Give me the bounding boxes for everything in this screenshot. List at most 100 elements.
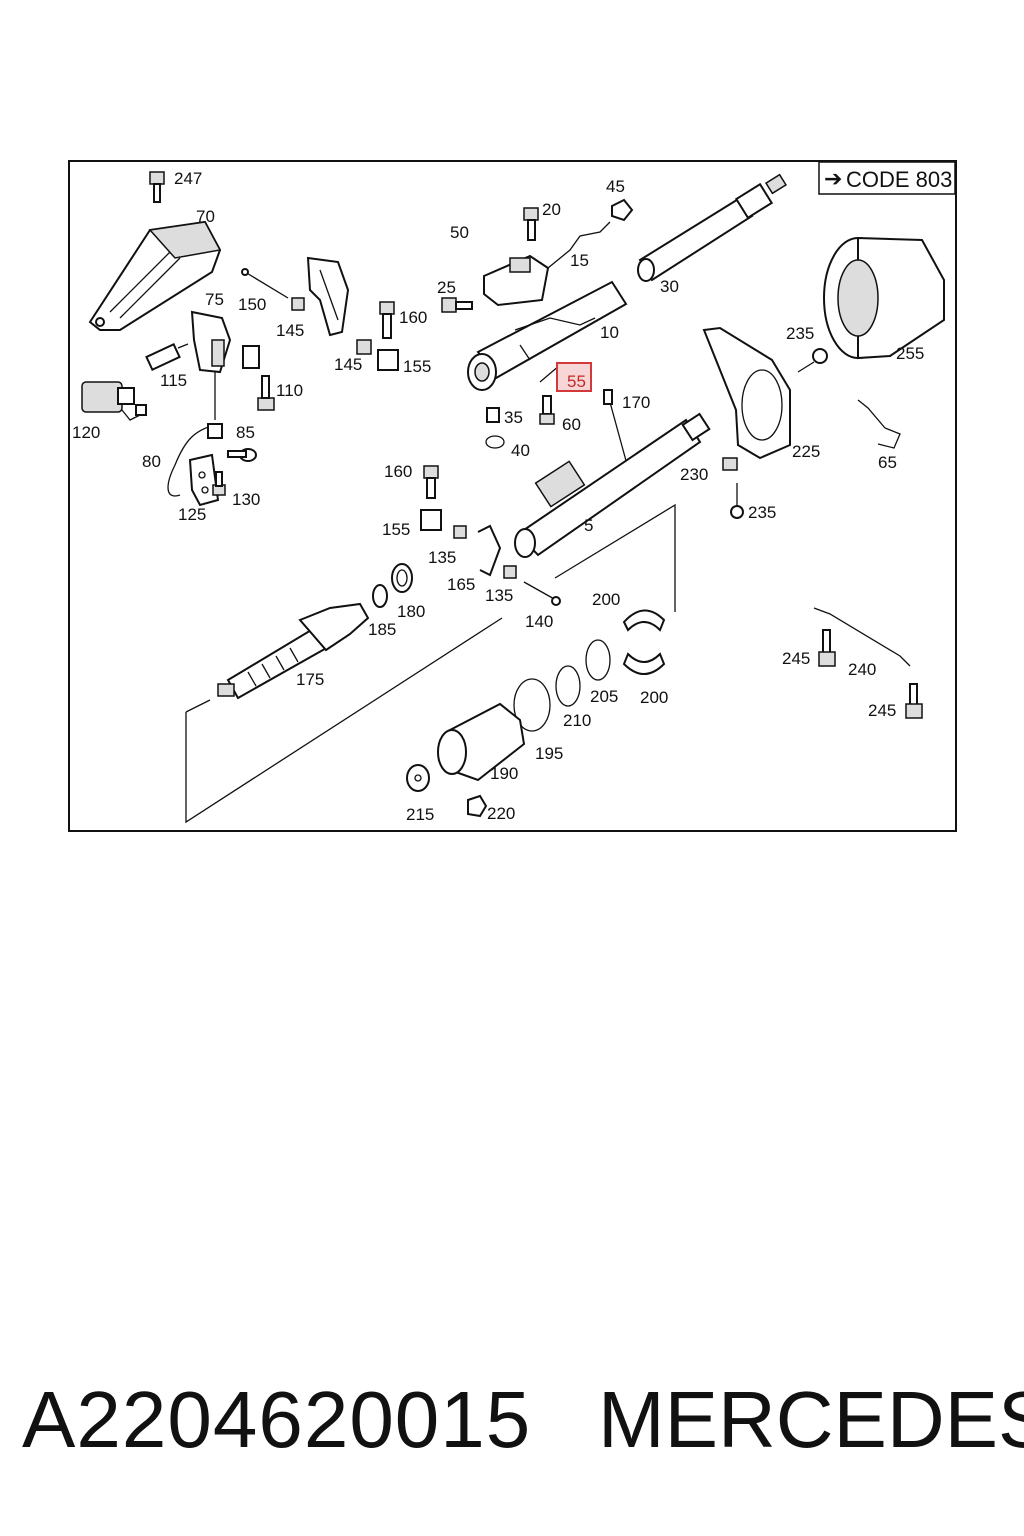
- clip-230: [722, 457, 738, 471]
- ignition-lock-75: [190, 310, 232, 420]
- callout-160b: 160: [384, 462, 412, 481]
- bolt-247: [149, 171, 165, 203]
- callout-200b: 200: [640, 688, 668, 707]
- part-number: A2204620015: [22, 1375, 532, 1464]
- bolt-25: [441, 297, 473, 313]
- bearing-200b: [622, 652, 666, 675]
- callout-225: 225: [792, 442, 820, 461]
- callout-10: 10: [600, 323, 619, 342]
- ring-210: [555, 665, 581, 707]
- callout-165: 165: [447, 575, 475, 594]
- cover-255: [823, 236, 945, 360]
- steering-shaft-30: [637, 173, 787, 282]
- callout-120: 120: [72, 423, 100, 442]
- bolt-245a: [818, 629, 836, 667]
- callout-40: 40: [511, 441, 530, 460]
- callout-135a: 135: [428, 548, 456, 567]
- nut-180: [391, 563, 413, 593]
- callout-55: 55: [567, 372, 586, 391]
- callout-190: 190: [490, 764, 518, 783]
- callout-245b: 245: [868, 701, 896, 720]
- callout-200a: 200: [592, 590, 620, 609]
- callout-45: 45: [606, 177, 625, 196]
- intermediate-shaft-175: [217, 602, 370, 700]
- callout-85: 85: [236, 423, 255, 442]
- callout-30: 30: [660, 277, 679, 296]
- washer-40: [485, 435, 505, 449]
- callout-205: 205: [590, 687, 618, 706]
- callout-150: 150: [238, 295, 266, 314]
- assembly-bracket: [185, 617, 503, 824]
- bolt-160b: [423, 465, 439, 499]
- callout-255: 255: [896, 344, 924, 363]
- callout-247: 247: [174, 169, 202, 188]
- callout-155a: 155: [403, 357, 431, 376]
- screw-235b: [730, 483, 744, 519]
- callout-240: 240: [848, 660, 876, 679]
- callout-75: 75: [205, 290, 224, 309]
- column-tube-5: [514, 412, 711, 558]
- screw-130: [212, 471, 226, 496]
- nut-220: [467, 794, 488, 818]
- callout-145b: 145: [334, 355, 362, 374]
- callout-135b: 135: [485, 586, 513, 605]
- callout-130: 130: [232, 490, 260, 509]
- callout-60: 60: [562, 415, 581, 434]
- callout-50: 50: [450, 223, 469, 242]
- bolt-140: [523, 581, 561, 606]
- bearing-200a: [622, 609, 666, 632]
- bolt-20: [523, 207, 539, 241]
- bolt-110: [257, 375, 275, 411]
- trim-225: [702, 326, 791, 460]
- callout-220: 220: [487, 804, 515, 823]
- steering-column-exploded-diagram: ➔ CODE 803: [68, 160, 957, 832]
- callout-175: 175: [296, 670, 324, 689]
- washer-215: [406, 764, 430, 792]
- pin-170: [603, 389, 629, 469]
- callout-labels: 247 70 75 150 145 145 160 155 115 120 11…: [72, 169, 924, 824]
- clip-155a: [377, 349, 399, 371]
- connector-block: [242, 345, 260, 369]
- callout-210: 210: [563, 711, 591, 730]
- clamp-195: [513, 678, 551, 732]
- footer: A2204620015 MERCEDES: [0, 1370, 1024, 1470]
- diagram-frame: [68, 160, 957, 832]
- boot-190: [437, 702, 526, 782]
- callout-140: 140: [525, 612, 553, 631]
- code-box: ➔ CODE 803: [818, 161, 956, 195]
- tilt-bracket: [306, 256, 350, 337]
- callout-35: 35: [504, 408, 523, 427]
- nut-145b: [356, 339, 372, 355]
- code-label: CODE 803: [846, 167, 952, 192]
- cylinder-115: [145, 342, 189, 372]
- callout-65: 65: [878, 453, 897, 472]
- ring-205: [585, 639, 611, 681]
- nut-145a: [291, 297, 305, 311]
- bolt-245b: [905, 683, 923, 719]
- callout-215: 215: [406, 805, 434, 824]
- clip-155b: [420, 509, 442, 531]
- column-tube-upper: [467, 280, 628, 391]
- lever-165: [477, 524, 502, 577]
- screw-235a: [797, 348, 828, 373]
- callout-235b: 235: [748, 503, 776, 522]
- bracket-125: [188, 453, 220, 507]
- callout-15: 15: [570, 251, 589, 270]
- callout-195: 195: [535, 744, 563, 763]
- callout-245a: 245: [782, 649, 810, 668]
- bracket-70: [88, 220, 222, 331]
- highlight-box-55: [556, 362, 592, 392]
- callout-170: 170: [622, 393, 650, 412]
- cable-80: [167, 423, 223, 497]
- switch-assembly-20: [483, 254, 550, 307]
- strap-240: [813, 607, 911, 667]
- bolt-150: [241, 268, 289, 299]
- callout-155b: 155: [382, 520, 410, 539]
- clip-10: [514, 317, 596, 331]
- callout-145a: 145: [276, 321, 304, 340]
- bolt-85: [227, 448, 257, 462]
- code-arrow-icon: ➔: [824, 166, 842, 191]
- nut-45: [611, 198, 634, 222]
- bolt-160a: [379, 301, 395, 339]
- assembly-bracket-upper: [554, 503, 676, 612]
